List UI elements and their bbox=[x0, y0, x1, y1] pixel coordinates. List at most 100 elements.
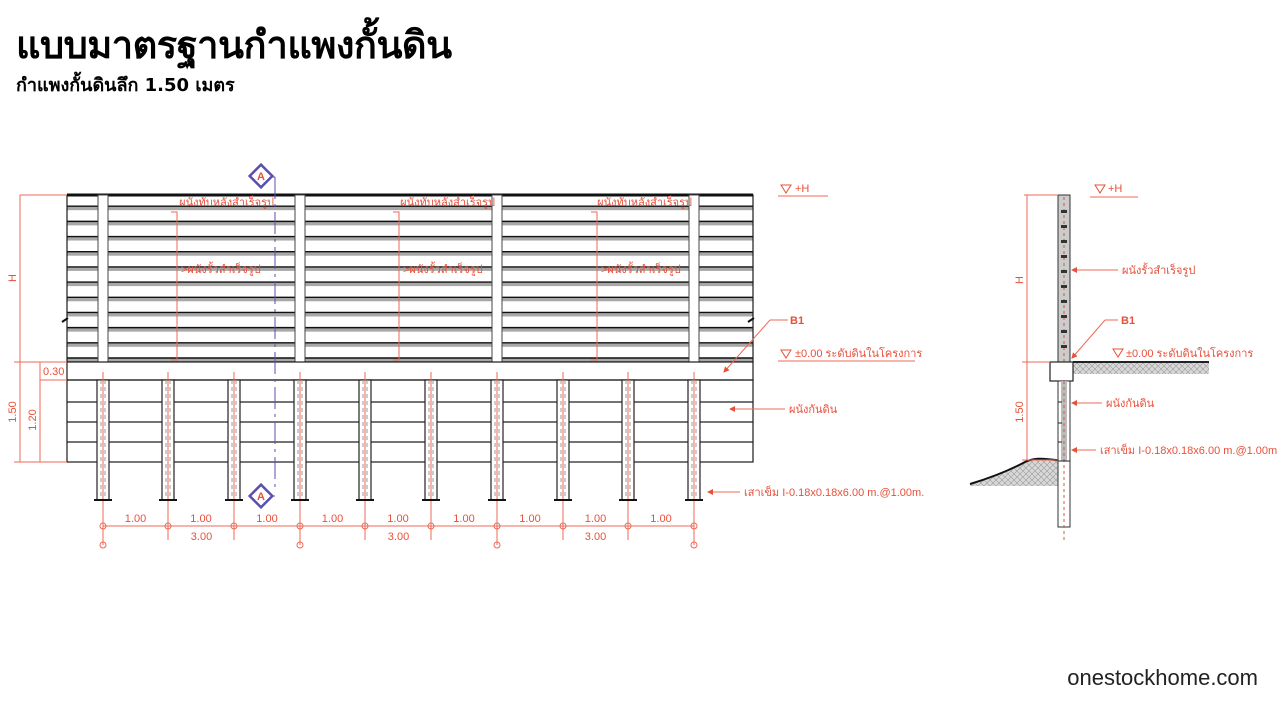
section-bolts bbox=[1061, 210, 1067, 348]
section-marker-bottom[interactable]: A bbox=[247, 482, 275, 510]
pile-spacing-dimensions: 1.00 1.00 1.00 1.00 1.00 1.00 1.00 1.00 1.00 3.00… bbox=[99, 513, 698, 549]
section-ground-label: ±0.00 ระดับดินในโครงการ bbox=[1126, 346, 1253, 360]
span-3m-label: 3.00 bbox=[585, 531, 606, 543]
span-1m-label: 1.00 bbox=[256, 513, 277, 525]
span-1m-label: 1.00 bbox=[190, 513, 211, 525]
bolt bbox=[1061, 285, 1067, 288]
bolt bbox=[1061, 345, 1067, 348]
panel-stripe bbox=[67, 206, 753, 211]
section-beam-label: B1 bbox=[1121, 315, 1135, 327]
span-1m-label: 1.00 bbox=[519, 513, 540, 525]
section-marker-label: A bbox=[257, 491, 265, 503]
span-1m-label: 1.00 bbox=[585, 513, 606, 525]
fence-post bbox=[97, 194, 109, 363]
section-dim-depth: 1.50 bbox=[1014, 401, 1026, 422]
dim-node bbox=[164, 522, 172, 530]
bolt bbox=[1061, 270, 1067, 273]
dim-total-depth: 1.50 bbox=[7, 401, 19, 422]
bolt bbox=[1061, 225, 1067, 228]
bay-annotation: ผนังทับหลังสำเร็จรูป >ผนังรั้วสำเร็จรูป bbox=[591, 195, 692, 361]
beam-label: B1 bbox=[790, 315, 804, 327]
panel-annotations: ผนังทับหลังสำเร็จรูป>ผนังรั้วสำเร็จรูปผน… bbox=[171, 195, 692, 361]
section-wall-label: ผนังกันดิน bbox=[1106, 398, 1155, 410]
dim-node bbox=[427, 522, 435, 530]
bolt bbox=[1061, 240, 1067, 243]
pile bbox=[356, 372, 374, 540]
dim-node bbox=[296, 541, 304, 549]
span-1m-label: 1.00 bbox=[125, 513, 146, 525]
section-level-top: +H bbox=[1108, 183, 1122, 195]
fence-post bbox=[491, 194, 503, 363]
beam-b1 bbox=[66, 361, 754, 381]
level-top-label: +H bbox=[795, 183, 809, 195]
fence-panel-label: >ผนังรั้วสำเร็จรูป bbox=[181, 261, 261, 276]
section-pile-label: เสาเข็ม I-0.18x0.18x6.00 m.@1.00m. bbox=[1100, 443, 1278, 457]
panel-stripe bbox=[67, 221, 753, 226]
page-title: แบบมาตรฐานกำแพงกั้นดิน bbox=[16, 23, 452, 67]
slope-ground bbox=[970, 458, 1058, 486]
dim-h: H bbox=[7, 274, 19, 282]
section-dim-h: H bbox=[1014, 276, 1026, 284]
dim-wall-height: 1.20 bbox=[27, 409, 39, 430]
pile bbox=[554, 372, 572, 540]
bay-annotation: ผนังทับหลังสำเร็จรูป >ผนังรั้วสำเร็จรูป bbox=[171, 195, 274, 361]
bolt bbox=[1061, 330, 1067, 333]
panel-stripe bbox=[67, 236, 753, 241]
fence-panel-stripes bbox=[67, 205, 753, 362]
panel-stripe bbox=[67, 297, 753, 302]
span-1m-label: 1.00 bbox=[453, 513, 474, 525]
dim-node bbox=[361, 522, 369, 530]
ground-fill bbox=[1073, 362, 1209, 374]
fence-post bbox=[294, 194, 306, 363]
fence-outline bbox=[66, 194, 754, 363]
fence-panel-label: >ผนังรั้วสำเร็จรูป bbox=[601, 261, 681, 276]
retaining-wall-label: ผนังกันดิน bbox=[789, 404, 838, 416]
pile-label: เสาเข็ม I-0.18x0.18x6.00 m.@1.00m. bbox=[744, 485, 924, 499]
bolt bbox=[1061, 315, 1067, 318]
cap-panel-label: ผนังทับหลังสำเร็จรูป bbox=[400, 195, 495, 209]
section-beam bbox=[1049, 361, 1074, 382]
span-1m-label: 1.00 bbox=[650, 513, 671, 525]
dim-node bbox=[690, 541, 698, 549]
level-ground-label: ±0.00 ระดับดินในโครงการ bbox=[795, 346, 922, 360]
right-annotations: +H ±0.00 ระดับดินในโครงการ B1 ผนังกันดิน… bbox=[707, 183, 924, 499]
section-wall-core bbox=[1061, 381, 1067, 461]
pile bbox=[619, 372, 637, 540]
panel-stripe bbox=[67, 266, 753, 271]
retaining-wall-panels bbox=[67, 401, 753, 443]
dim-node bbox=[559, 522, 567, 530]
pile bbox=[422, 372, 440, 540]
page-subtitle: กำแพงกั้นดินลึก 1.50 เมตร bbox=[16, 75, 235, 96]
bay-annotation: ผนังทับหลังสำเร็จรูป >ผนังรั้วสำเร็จรูป bbox=[393, 195, 495, 361]
section-marker-top[interactable]: A bbox=[247, 162, 275, 190]
pile bbox=[685, 372, 703, 540]
pile bbox=[488, 372, 506, 540]
span-1m-label: 1.00 bbox=[322, 513, 343, 525]
dim-beam: 0.30 bbox=[43, 366, 64, 378]
span-3m-label: 3.00 bbox=[388, 531, 409, 543]
website-label[interactable]: onestockhome.com bbox=[1067, 665, 1258, 690]
panel-stripe bbox=[67, 251, 753, 256]
break-mark bbox=[61, 317, 755, 323]
fence-panel-label: >ผนังรั้วสำเร็จรูป bbox=[403, 261, 483, 276]
pile bbox=[159, 372, 177, 540]
fence-post bbox=[688, 194, 700, 363]
cap-panel-label: ผนังทับหลังสำเร็จรูป bbox=[597, 195, 692, 209]
pile bbox=[291, 372, 309, 540]
cap-panel-label: ผนังทับหลังสำเร็จรูป bbox=[179, 195, 274, 209]
piles bbox=[94, 372, 703, 540]
panel-stripe bbox=[67, 327, 753, 332]
span-1m-label: 1.00 bbox=[387, 513, 408, 525]
pile bbox=[94, 372, 112, 540]
pile bbox=[225, 372, 243, 540]
bolt bbox=[1061, 210, 1067, 213]
bolt bbox=[1061, 300, 1067, 303]
panel-stripe bbox=[67, 358, 753, 362]
section-view: H 1.50 +H ผนังรั้วสำเร็จรูป B1 ±0.00 ระด… bbox=[969, 183, 1278, 540]
dim-node bbox=[230, 522, 238, 530]
left-dimensions: H 0.30 1.50 1.20 bbox=[7, 194, 67, 463]
retaining-wall-outline bbox=[66, 379, 754, 463]
panel-stripe bbox=[67, 312, 753, 317]
dim-node bbox=[493, 541, 501, 549]
